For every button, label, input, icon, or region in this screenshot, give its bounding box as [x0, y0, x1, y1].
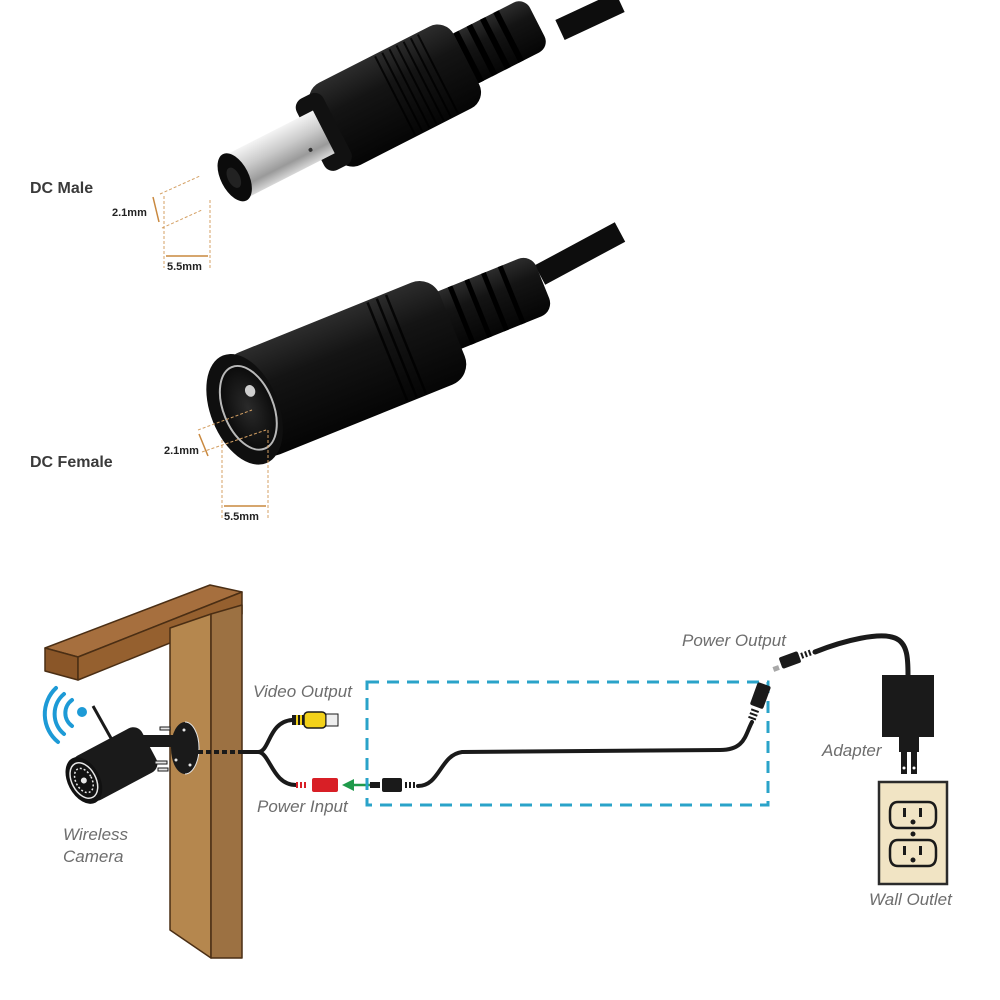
rca-plug-icon [292, 711, 339, 729]
dc-plug-icon [772, 633, 911, 678]
dc-male-label: DC Male [30, 180, 94, 197]
video-output-label: Video Output [253, 682, 352, 701]
dc-female-inner-diameter: 2.1mm [164, 445, 199, 457]
camera-icon [65, 705, 240, 804]
power-output-label: Power Output [682, 631, 786, 650]
dc-male-plug-icon [152, 0, 625, 268]
wifi-signal-icon [42, 686, 87, 744]
wireless-camera-label-line1: Wireless [63, 825, 129, 844]
split-cable [238, 718, 298, 787]
dc-female-label: DC Female [30, 454, 113, 471]
wall-outlet-label: Wall Outlet [869, 890, 952, 909]
wooden-post-icon [44, 584, 243, 959]
extension-cable-box [365, 680, 770, 807]
power-adapter-icon [882, 675, 934, 774]
dc-extension-cable [370, 682, 771, 792]
dc-male-inner-diameter: 2.1mm [112, 207, 147, 219]
dc-female-jack-icon [197, 222, 626, 520]
wall-outlet-icon [877, 780, 949, 886]
adapter-label: Adapter [822, 741, 882, 760]
power-input-plug-icon [296, 778, 338, 792]
wireless-camera-label-line2: Camera [63, 847, 124, 866]
power-input-label: Power Input [257, 797, 348, 816]
dc-male-outer-diameter: 5.5mm [167, 261, 202, 273]
connector-illustrations [152, 0, 626, 520]
dc-female-outer-diameter: 5.5mm [224, 511, 259, 523]
